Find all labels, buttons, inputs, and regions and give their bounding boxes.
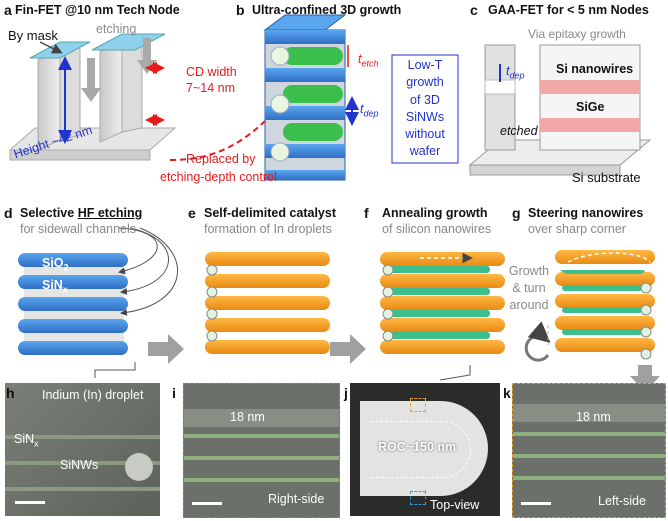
arrow-d-e bbox=[148, 334, 184, 364]
scale-bar bbox=[15, 501, 45, 504]
c-t-dep-label: tdep bbox=[506, 64, 525, 81]
roc-label: ROC~150 nm bbox=[378, 440, 457, 454]
finfet-drawing bbox=[8, 33, 177, 161]
scale-bar bbox=[521, 502, 551, 505]
t-dep-label: tdep bbox=[360, 102, 379, 119]
indium-droplet bbox=[125, 453, 153, 481]
top-view-label: Top-view bbox=[430, 498, 480, 512]
si-substrate-label: Si substrate bbox=[572, 170, 641, 185]
panel-b-letter: b bbox=[236, 2, 245, 18]
stack-d-drawing bbox=[18, 227, 178, 355]
sinws-label: SiNWs bbox=[60, 458, 99, 472]
sio2-label: SiO2 bbox=[42, 256, 69, 273]
panel-e-title: Self-delimited catalyst bbox=[204, 206, 336, 220]
sinx-label: SiNx bbox=[42, 278, 68, 295]
sem-image-k bbox=[512, 383, 666, 518]
sem-image-i bbox=[183, 383, 340, 518]
panel-d-title: Selective HF etching bbox=[20, 206, 143, 220]
panel-g-subtitle: over sharp corner bbox=[528, 222, 626, 236]
replaced-arrow bbox=[169, 96, 288, 161]
panel-g-letter: g bbox=[512, 205, 521, 221]
panel-a-letter: a bbox=[4, 2, 12, 18]
via-epitaxy-label: Via epitaxy growth bbox=[528, 27, 626, 41]
arrow-g-k bbox=[630, 365, 660, 392]
t-etch-label: tetch bbox=[358, 52, 379, 69]
stack-f-drawing bbox=[380, 252, 505, 354]
right-side-label: Right-side bbox=[268, 492, 325, 506]
low-t-box bbox=[391, 54, 459, 164]
confined-stack-drawing bbox=[263, 14, 359, 181]
panel-g-title: Steering nanowires bbox=[528, 206, 644, 220]
left-side-label: Left-side bbox=[598, 494, 646, 508]
replaced-label-1: Replaced by bbox=[186, 152, 256, 166]
connector-e-h bbox=[94, 362, 136, 378]
etching-label: etching bbox=[96, 22, 137, 36]
sem-image-j bbox=[350, 383, 500, 516]
scale-bar bbox=[192, 502, 222, 505]
panel-h-letter: h bbox=[6, 385, 15, 401]
i-size-label: 18 nm bbox=[230, 410, 265, 424]
connector-f-i bbox=[439, 365, 471, 381]
panel-i-letter: i bbox=[172, 385, 176, 401]
panel-b-title: Ultra-confined 3D growth bbox=[252, 3, 402, 17]
cd-width-label-2: 7~14 nm bbox=[186, 81, 235, 95]
stack-e-drawing bbox=[205, 252, 330, 354]
h-sinx-label: SiNx bbox=[14, 432, 39, 449]
sem-image-h bbox=[5, 383, 160, 516]
panel-d-subtitle: for sidewall channels bbox=[20, 222, 137, 236]
panel-k-letter: k bbox=[503, 385, 511, 401]
panel-a-title: Fin-FET @10 nm Tech Node bbox=[15, 3, 180, 17]
stack-g-drawing bbox=[524, 250, 655, 362]
cd-width-label-1: CD width bbox=[186, 65, 237, 79]
indium-droplet-label: Indium (In) droplet bbox=[42, 388, 144, 402]
panel-e-letter: e bbox=[188, 205, 196, 221]
panel-f-title: Annealing growth bbox=[382, 206, 488, 220]
arrow-e-f bbox=[330, 334, 366, 364]
panel-c-title: GAA-FET for < 5 nm Nodes bbox=[488, 3, 649, 17]
gaafet-drawing bbox=[468, 44, 652, 176]
panel-e-subtitle: formation of In droplets bbox=[204, 222, 332, 236]
panel-j-letter: j bbox=[344, 385, 348, 401]
by-mask-label: By mask bbox=[8, 28, 58, 43]
panel-d-letter: d bbox=[4, 205, 13, 221]
panel-f-subtitle: of silicon nanowires bbox=[382, 222, 492, 236]
replaced-label-2: etching-depth control bbox=[160, 170, 277, 184]
panel-c-letter: c bbox=[470, 2, 478, 18]
k-size-label: 18 nm bbox=[576, 410, 611, 424]
si-nanowires-label: Si nanowires bbox=[556, 62, 634, 76]
sige-label: SiGe bbox=[576, 100, 605, 114]
panel-f-letter: f bbox=[364, 205, 369, 221]
etched-label: etched bbox=[500, 124, 538, 138]
